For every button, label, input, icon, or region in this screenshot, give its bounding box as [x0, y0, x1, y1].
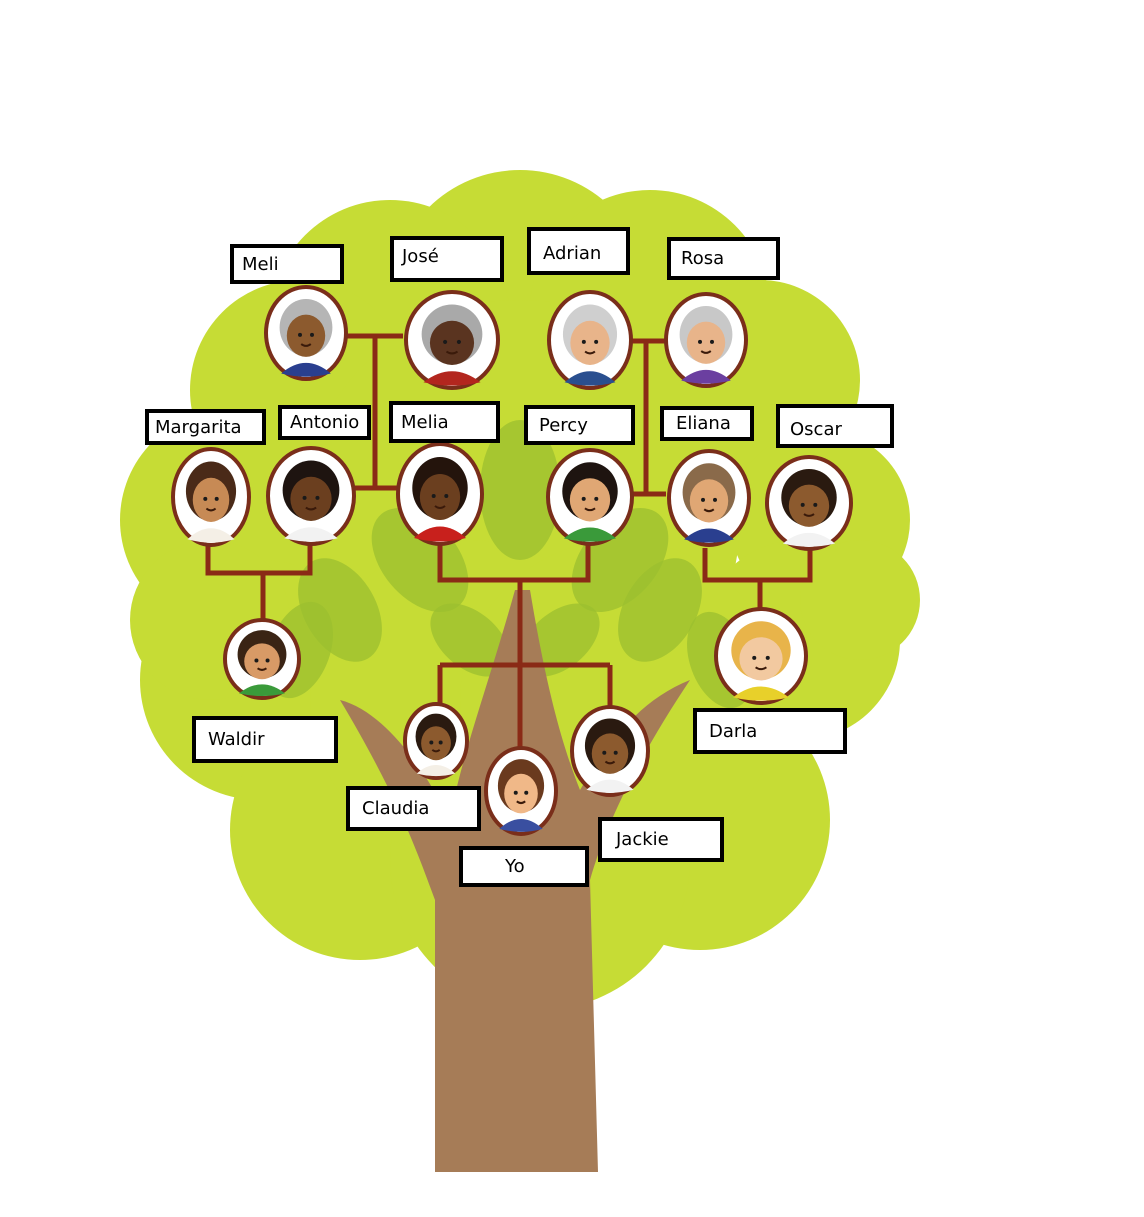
portrait-adrian — [547, 290, 633, 390]
portraits — [171, 285, 853, 836]
portrait-darla — [714, 607, 808, 705]
name-label-jackie: Jackie — [598, 817, 724, 862]
portrait-margarita — [171, 447, 251, 547]
name-label-melia: Melia — [389, 401, 500, 443]
portrait-rosa — [664, 292, 748, 388]
portrait-jackie — [570, 705, 650, 797]
portrait-melia — [396, 442, 484, 546]
name-label-darla: Darla — [693, 708, 847, 754]
portrait-antonio — [266, 446, 356, 546]
name-label-rosa: Rosa — [667, 237, 780, 280]
name-label-eliana: Eliana — [660, 406, 754, 441]
portrait-waldir — [223, 618, 301, 700]
portrait-meli — [264, 285, 348, 381]
portrait-percy — [546, 448, 634, 546]
name-label-jose: José — [390, 236, 504, 282]
name-label-waldir: Waldir — [192, 716, 338, 763]
name-label-oscar: Oscar — [776, 404, 894, 448]
name-label-margarita: Margarita — [145, 409, 266, 445]
portrait-yo — [484, 746, 558, 836]
portrait-jose — [404, 290, 500, 390]
portrait-claudia — [403, 702, 469, 780]
name-label-yo: Yo — [459, 846, 589, 887]
name-label-adrian: Adrian — [527, 227, 630, 275]
portrait-oscar — [765, 455, 853, 551]
name-label-meli: Meli — [230, 244, 344, 284]
name-label-claudia: Claudia — [346, 786, 481, 831]
name-label-antonio: Antonio — [278, 405, 371, 440]
name-label-percy: Percy — [524, 405, 635, 445]
portrait-eliana — [667, 449, 751, 547]
